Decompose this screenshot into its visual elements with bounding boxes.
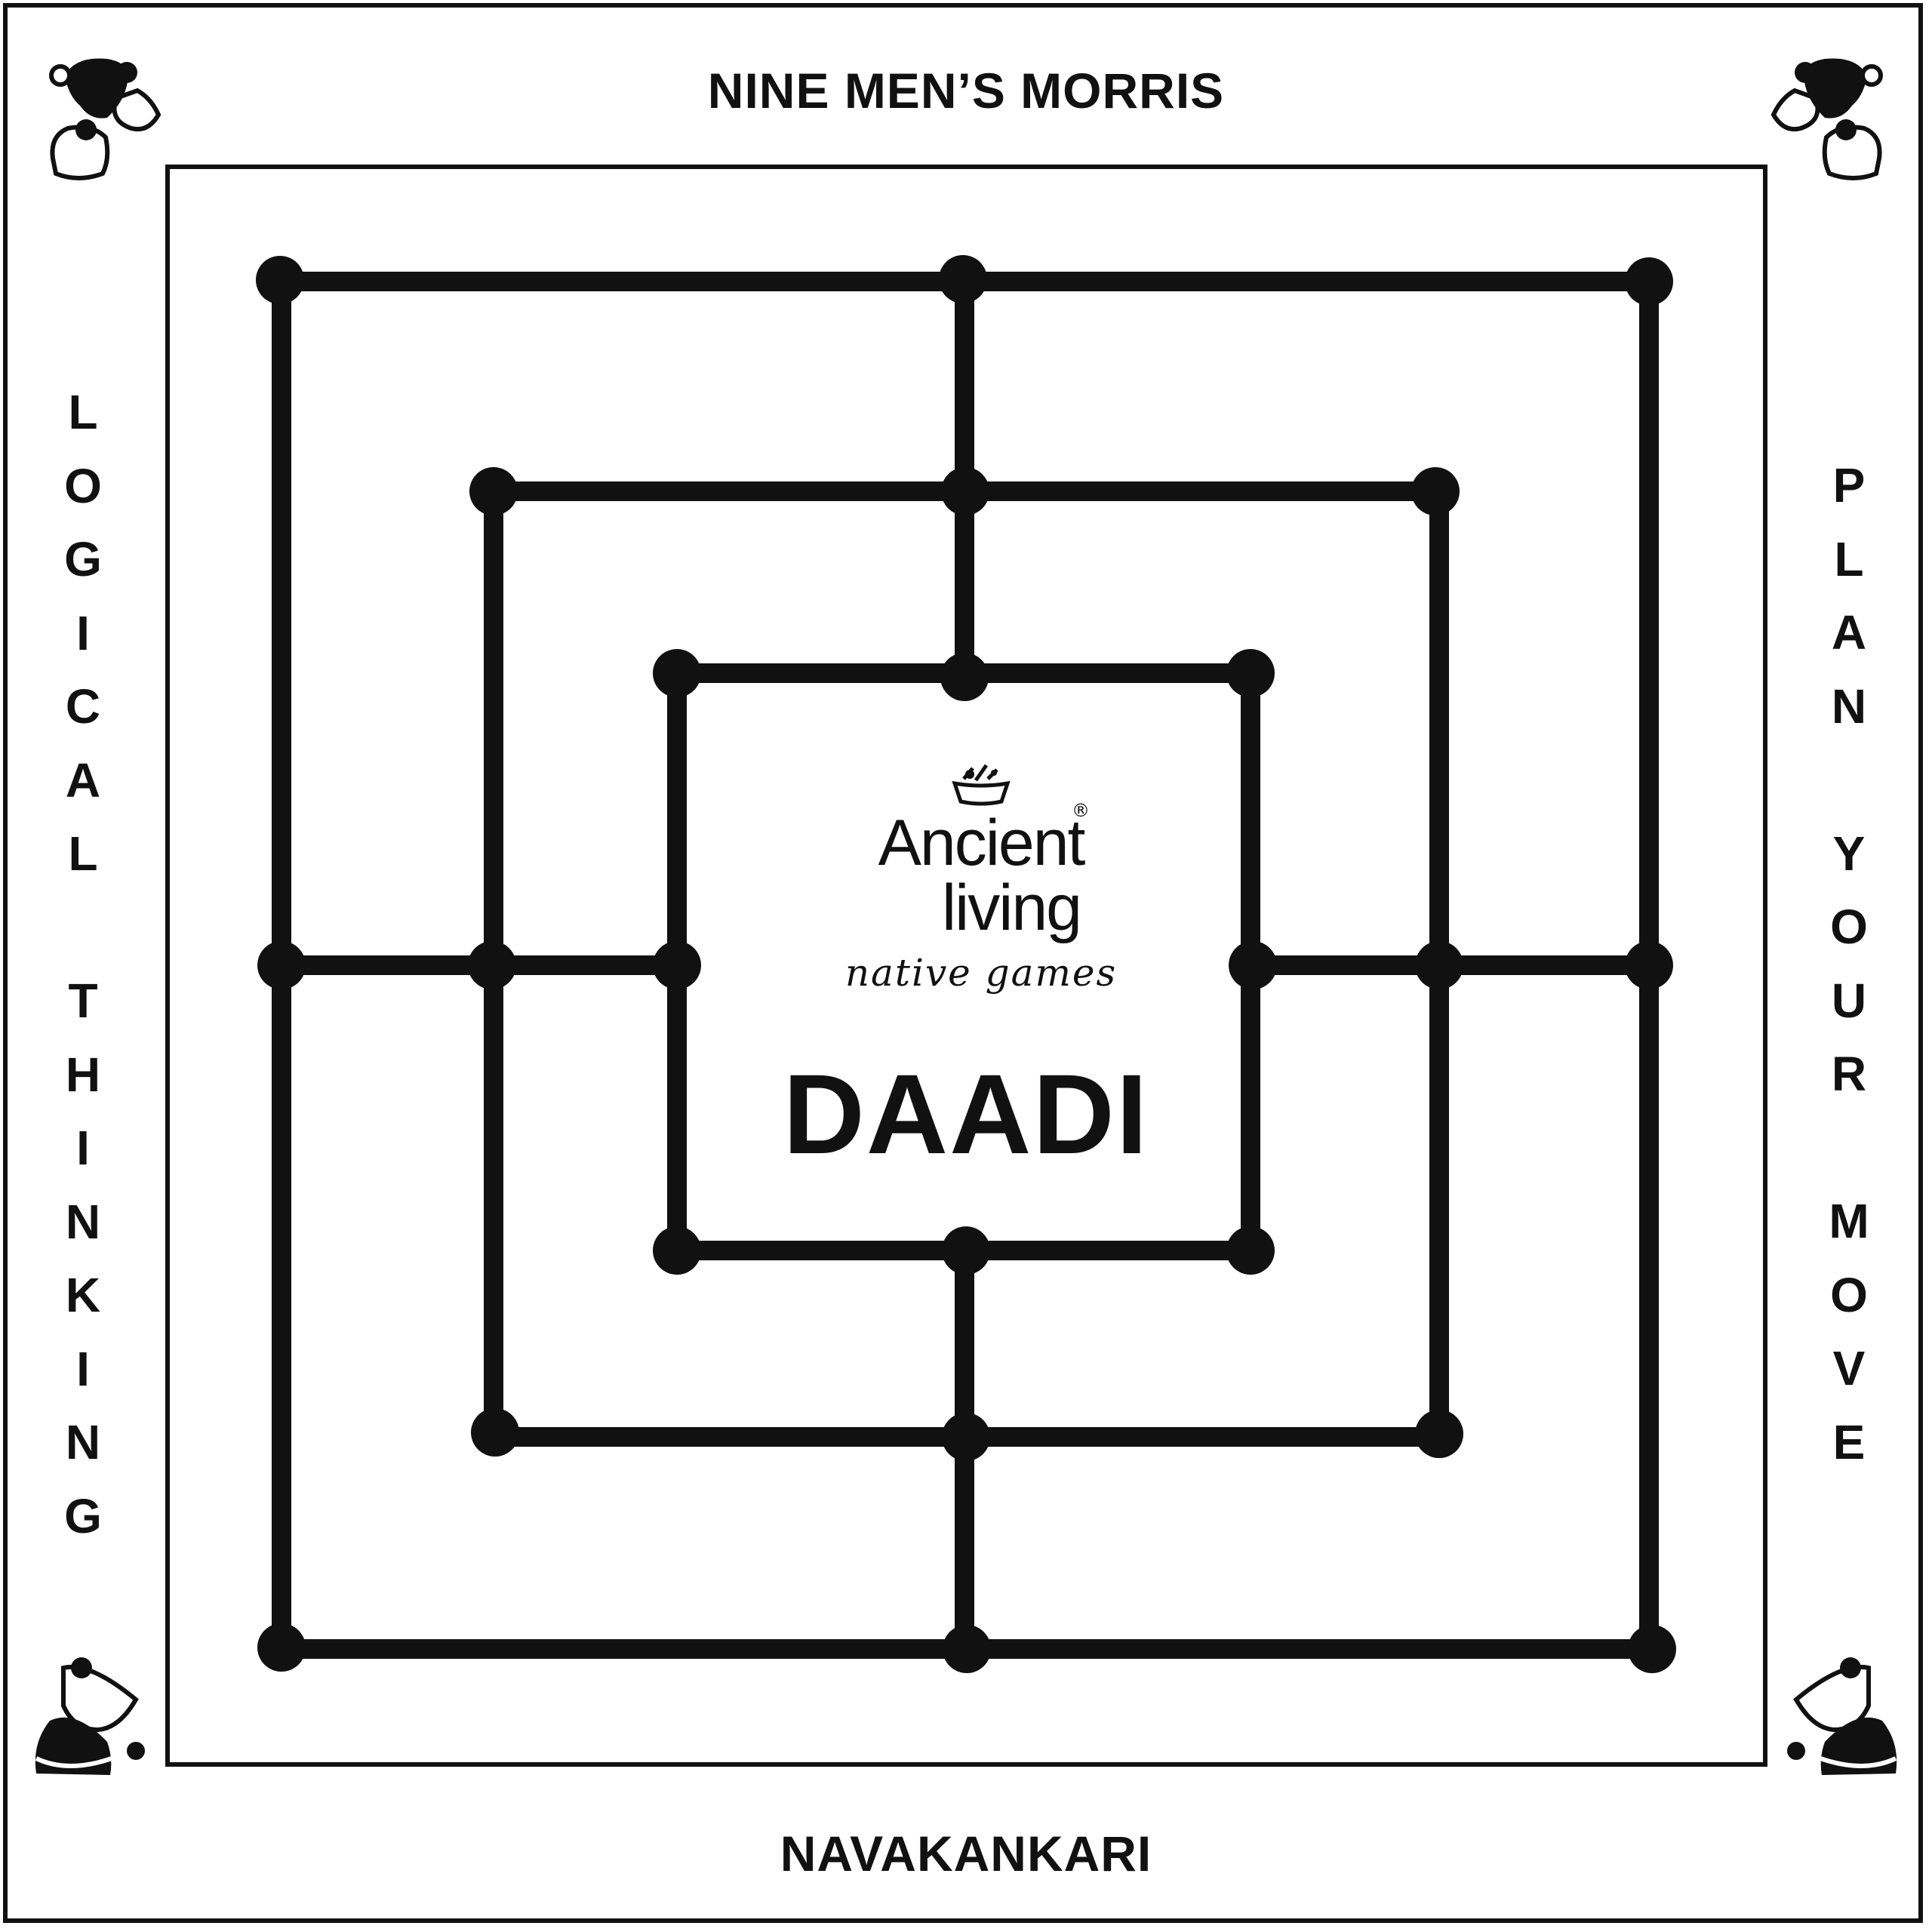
brand-name-line2: living — [942, 872, 1082, 944]
slogan-letter: M — [1829, 1194, 1869, 1248]
slogan-letter: R — [1831, 1047, 1867, 1101]
registered-mark: ® — [1072, 800, 1090, 821]
slogan-letter: I — [76, 1121, 90, 1175]
board-point[interactable] — [939, 255, 987, 303]
board-title-top: NINE MEN’S MORRIS — [707, 63, 1225, 118]
board-point[interactable] — [256, 256, 304, 304]
board-point[interactable] — [469, 467, 518, 515]
slogan-letter: I — [76, 605, 90, 660]
slogan-letter: N — [1831, 678, 1867, 734]
board-point[interactable] — [942, 1413, 990, 1461]
slogan-letter: U — [1831, 973, 1867, 1028]
board-point[interactable] — [1415, 1410, 1463, 1458]
game-pawn-icon — [1787, 1657, 1897, 1775]
game-pawn-icon — [1770, 58, 1883, 180]
slogan-letter: K — [65, 1268, 101, 1322]
board-point[interactable] — [257, 1623, 306, 1672]
outer-border — [3, 3, 1923, 1923]
logo-bowl-icon — [952, 764, 1011, 806]
board-point[interactable] — [940, 653, 989, 701]
board-point[interactable] — [941, 467, 989, 515]
board-point[interactable] — [1411, 467, 1460, 515]
board-point[interactable] — [653, 941, 701, 989]
slogan-letter: Y — [1832, 826, 1866, 881]
board-point[interactable] — [1415, 941, 1463, 989]
slogan-letter: I — [76, 1341, 90, 1396]
board-point[interactable] — [1628, 1625, 1676, 1673]
board-point[interactable] — [1226, 649, 1275, 697]
board-point[interactable] — [943, 1625, 991, 1673]
right-slogan: P L A N Y O U R M O V E — [1819, 449, 1879, 1479]
slogan-letter: O — [1830, 900, 1868, 954]
slogan-letter: A — [1831, 605, 1867, 660]
slogan-letter: C — [65, 679, 101, 734]
board-point[interactable] — [257, 941, 306, 989]
slogan-letter: O — [1830, 1267, 1868, 1322]
board-point[interactable] — [653, 649, 701, 697]
inner-border — [165, 165, 1767, 1767]
brand-subtitle: native games — [844, 951, 1118, 995]
board-points — [256, 255, 1676, 1673]
slogan-letter: V — [1832, 1341, 1866, 1395]
game-name: DAADI — [783, 1051, 1149, 1177]
slogan-letter: A — [65, 752, 101, 808]
slogan-letter: P — [1832, 458, 1866, 512]
brand-name-line1: Ancient — [878, 807, 1086, 879]
board-point[interactable] — [471, 1408, 519, 1457]
board-point[interactable] — [468, 941, 516, 989]
slogan-letter: T — [68, 974, 98, 1028]
slogan-letter: O — [64, 458, 102, 513]
game-pawn-icon — [35, 1657, 145, 1775]
slogan-letter: L — [68, 826, 98, 881]
slogan-letter: G — [64, 1488, 102, 1543]
board-point[interactable] — [1625, 941, 1673, 989]
slogan-letter: N — [65, 1194, 101, 1249]
left-slogan: L O G I C A L T H I N K I N G — [53, 376, 113, 1553]
slogan-letter: N — [65, 1415, 101, 1469]
board-point[interactable] — [653, 1226, 701, 1275]
board-point[interactable] — [942, 1226, 990, 1275]
slogan-letter: G — [64, 532, 102, 586]
slogan-letter: L — [68, 385, 98, 439]
board-point[interactable] — [1229, 941, 1277, 989]
brand-logo: Ancient living ® native games — [815, 762, 1147, 995]
board-title-bottom: NAVAKANKARI — [780, 1826, 1152, 1881]
board-point[interactable] — [1226, 1226, 1275, 1275]
board-point[interactable] — [1625, 257, 1673, 306]
slogan-letter: L — [1834, 531, 1864, 586]
slogan-letter: E — [1832, 1414, 1866, 1469]
slogan-letter: H — [65, 1047, 101, 1102]
game-pawn-icon — [49, 58, 162, 180]
